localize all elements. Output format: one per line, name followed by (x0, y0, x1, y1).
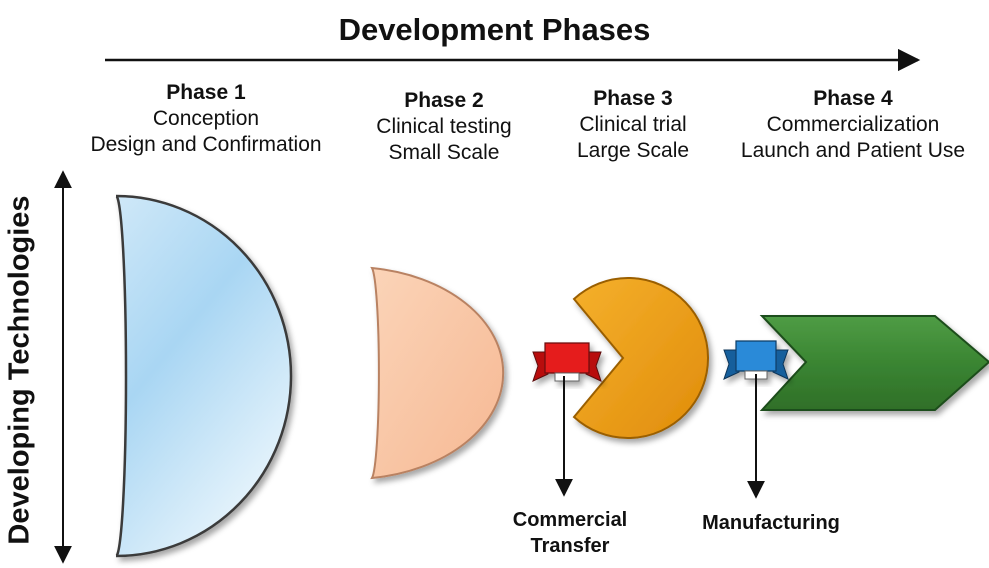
phase-3-heading: Phase 3 (593, 87, 673, 110)
phase-2-heading: Phase 2 (404, 89, 484, 112)
phase-2-shape (370, 266, 505, 480)
phase-1-line2: Design and Confirmation (90, 133, 322, 157)
phase-3-line2: Large Scale (576, 139, 690, 163)
phase-1-label: Phase 1 Conception Design and Confirmati… (90, 80, 321, 158)
phase-4-line2: Launch and Patient Use (740, 139, 966, 163)
manufacturing-line1: Manufacturing (702, 512, 840, 534)
commercial-transfer-line1: Commercial (512, 509, 628, 531)
phase-4-heading: Phase 4 (813, 87, 893, 110)
phase-3-shape (572, 277, 710, 439)
phase-2-line2: Small Scale (388, 141, 500, 165)
commercial-transfer-label: Commercial Transfer (513, 507, 628, 559)
phase-2-label: Phase 2 Clinical testing Small Scale (376, 88, 511, 166)
phase-2-line1: Clinical testing (376, 115, 512, 139)
manufacturing-label: Manufacturing (702, 510, 840, 536)
phase-4-shape (759, 315, 989, 411)
phase-3-line1: Clinical trial (579, 113, 687, 137)
commercial-transfer-ribbon (532, 342, 602, 382)
commercial-transfer-line2: Transfer (530, 535, 610, 557)
manufacturing-ribbon (723, 340, 789, 380)
phase-1-line1: Conception (152, 107, 260, 131)
diagram-title: Development Phases (338, 12, 651, 47)
phase-1-heading: Phase 1 (166, 81, 246, 104)
phase-4-label: Phase 4 Commercialization Launch and Pat… (741, 86, 965, 164)
phase-4-line1: Commercialization (766, 113, 940, 137)
phase-3-label: Phase 3 Clinical trial Large Scale (577, 86, 689, 164)
phase-1-shape (115, 194, 293, 558)
